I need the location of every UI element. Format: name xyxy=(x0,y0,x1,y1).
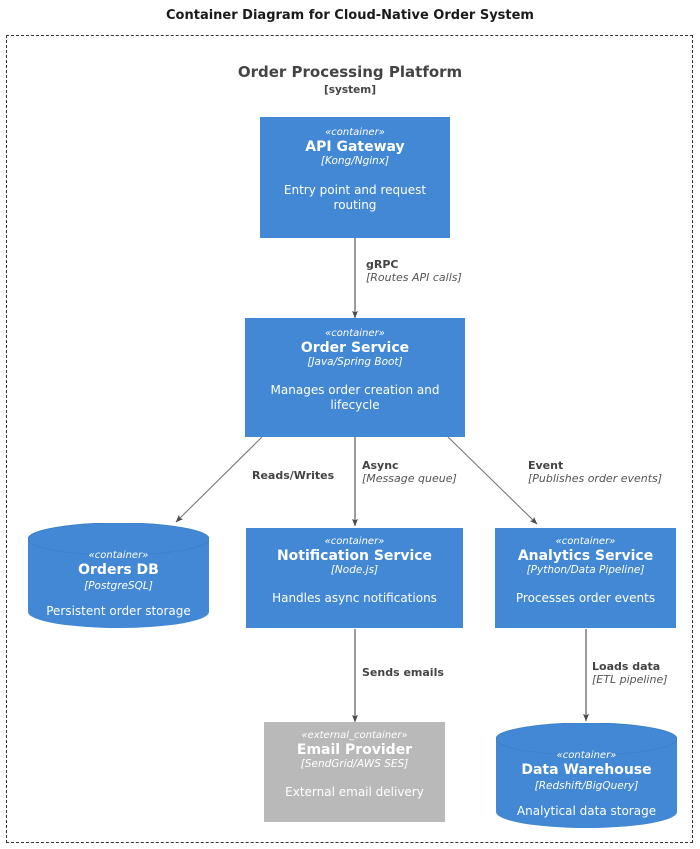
edge-label-order-to-analytics: Event [Publishes order events] xyxy=(528,459,700,485)
node-description: Manages order creation and lifecycle xyxy=(270,382,440,412)
node-stereotype: «external_container» xyxy=(301,730,408,741)
node-description: Handles async notifications xyxy=(272,590,437,605)
edge-label-sub: [ETL pipeline] xyxy=(592,673,668,687)
node-tech: [Java/Spring Boot] xyxy=(307,356,403,369)
database-cylinder-icon xyxy=(496,723,677,828)
node-tech: [Kong/Nginx] xyxy=(320,155,390,168)
node-stereotype: «container» xyxy=(556,750,617,761)
edge-label-order-to-notification: Async [Message queue] xyxy=(362,459,542,485)
system-boundary-type: [system] xyxy=(323,84,377,96)
node-name: Email Provider xyxy=(296,741,413,758)
node-tech: [Redshift/BigQuery] xyxy=(534,780,639,792)
edge-label-main: gRPC xyxy=(366,258,399,271)
node-name: Orders DB xyxy=(78,562,159,578)
edge-label-sub: [Routes API calls] xyxy=(366,271,462,285)
node-orders-db[interactable]: «container» Orders DB [PostgreSQL] Persi… xyxy=(28,523,209,628)
node-name: Analytics Service xyxy=(517,547,654,564)
node-stereotype: «container» xyxy=(324,536,385,547)
edge-label-order-to-db: Reads/Writes xyxy=(252,469,412,482)
node-stereotype: «container» xyxy=(555,536,616,547)
node-stereotype: «container» xyxy=(88,550,149,561)
node-name: Order Service xyxy=(300,339,410,356)
node-description: Processes order events xyxy=(515,590,656,605)
node-stereotype: «container» xyxy=(325,328,385,339)
node-analytics-service[interactable]: «container» Analytics Service [Python/Da… xyxy=(495,528,676,628)
edge-label-main: Sends emails xyxy=(362,666,444,679)
node-tech: [Python/Data Pipeline] xyxy=(526,564,645,577)
page-title: Container Diagram for Cloud-Native Order… xyxy=(166,8,534,23)
node-description: External email delivery xyxy=(285,784,424,799)
node-api-gateway[interactable]: «container» API Gateway [Kong/Nginx] Ent… xyxy=(260,117,450,238)
edge-label-sub: [Publishes order events] xyxy=(528,472,663,486)
node-data-warehouse[interactable]: «container» Data Warehouse [Redshift/Big… xyxy=(496,723,677,828)
node-name: Data Warehouse xyxy=(521,762,652,778)
edge-label-main: Event xyxy=(528,459,564,472)
node-tech: [SendGrid/AWS SES] xyxy=(300,758,409,771)
system-boundary-name: Order Processing Platform xyxy=(237,63,463,81)
edge-label-main: Loads data xyxy=(592,660,661,673)
node-name: API Gateway xyxy=(305,138,405,155)
node-email-provider[interactable]: «external_container» Email Provider [Sen… xyxy=(264,722,445,822)
edge-label-notification-to-email: Sends emails xyxy=(362,666,532,679)
system-boundary xyxy=(6,35,693,843)
node-description: Analytical data storage xyxy=(516,804,657,818)
node-order-service[interactable]: «container» Order Service [Java/Spring B… xyxy=(245,318,465,437)
database-cylinder-icon xyxy=(28,523,209,628)
node-description: Persistent order storage xyxy=(46,604,191,618)
node-tech: [PostgreSQL] xyxy=(84,580,153,592)
node-stereotype: «container» xyxy=(325,127,385,138)
node-tech: [Node.js] xyxy=(330,564,379,577)
edge-label-sub: [Message queue] xyxy=(362,472,457,486)
edge-label-gateway-to-order: gRPC [Routes API calls] xyxy=(366,258,566,284)
node-name: Notification Service xyxy=(276,547,433,564)
edge-label-main: Reads/Writes xyxy=(252,469,335,482)
node-description: Entry point and request routing xyxy=(283,182,427,212)
edge-label-main: Async xyxy=(362,459,399,472)
node-notification-service[interactable]: «container» Notification Service [Node.j… xyxy=(246,528,463,628)
edge-label-analytics-to-warehouse: Loads data [ETL pipeline] xyxy=(592,660,700,686)
